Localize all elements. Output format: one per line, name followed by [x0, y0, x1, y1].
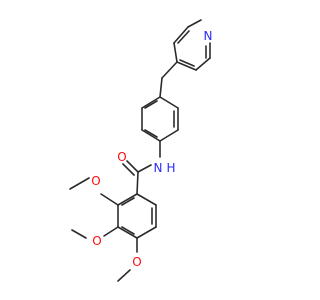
pyridine-nitrogen-label: N	[204, 29, 213, 43]
amide-hydrogen-label: H	[166, 161, 175, 175]
bond	[173, 42, 178, 63]
bond	[177, 30, 190, 44]
bond	[141, 96, 161, 109]
molecule-structure: N N H O	[69, 19, 213, 282]
methoxy-oxygen-label-3: O	[132, 255, 141, 269]
methyl-bond	[71, 229, 87, 239]
methoxy-bond	[103, 226, 119, 237]
benzene-ring	[117, 193, 157, 239]
bond	[121, 197, 135, 206]
bond	[121, 226, 135, 235]
bond	[159, 129, 179, 142]
amide-nitrogen-label: N	[154, 161, 163, 175]
methyl-bond	[117, 269, 131, 282]
bond	[187, 19, 202, 28]
carbonyl-double-bond	[126, 160, 139, 173]
methyl-bond	[69, 177, 90, 190]
pyridine-ring	[173, 19, 211, 71]
amide-bond	[137, 164, 152, 173]
methoxy-bond	[100, 193, 119, 206]
methylene-bond	[161, 61, 178, 79]
bond	[159, 96, 179, 109]
bond	[179, 59, 195, 67]
bond	[195, 57, 211, 71]
carbonyl-oxygen-label: O	[117, 150, 126, 164]
molecule-canvas: N N H O	[69, 19, 213, 282]
carbonyl-aryl-bond	[136, 171, 139, 195]
bond	[176, 61, 197, 71]
bond	[136, 193, 157, 206]
phenylene-ring	[141, 96, 179, 142]
bond	[144, 129, 158, 138]
carbonyl-double-bond	[122, 163, 135, 176]
bond	[117, 193, 138, 206]
bond	[141, 129, 161, 142]
methoxy-oxygen-label-2: O	[92, 234, 101, 248]
bond	[173, 26, 189, 44]
bond	[144, 100, 158, 109]
bond	[117, 226, 138, 239]
methylene-bond	[159, 77, 163, 98]
methoxy-oxygen-label-1: O	[91, 174, 100, 188]
bond	[136, 226, 157, 239]
